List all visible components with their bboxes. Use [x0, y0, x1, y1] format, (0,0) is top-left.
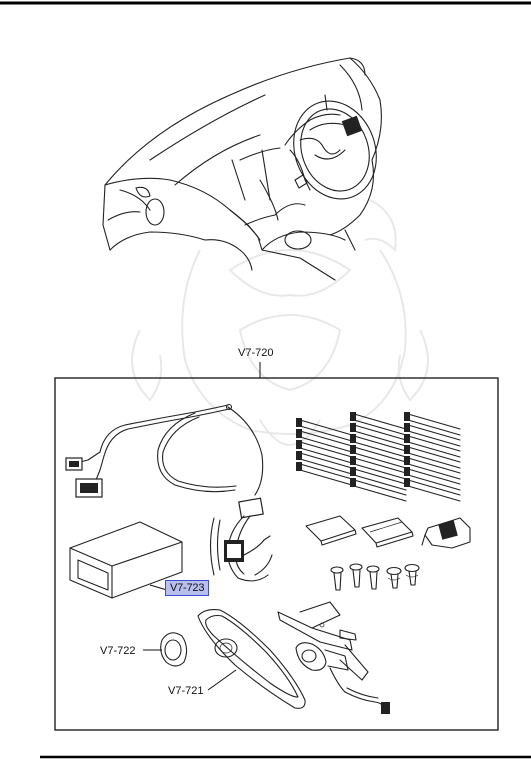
grille-panel — [197, 609, 306, 709]
cable-tie — [296, 462, 353, 486]
mic-bracket — [277, 601, 390, 714]
assembly-callout: V7-720 — [238, 347, 273, 359]
ring-callout: V7-722 — [100, 645, 135, 657]
cable-tie — [350, 445, 407, 469]
grille-leader — [207, 669, 237, 691]
adhesive-pads — [305, 515, 414, 548]
cable-tie — [350, 423, 407, 447]
module-leader — [149, 584, 168, 591]
cable-tie — [296, 451, 353, 475]
control-module — [69, 521, 183, 599]
grille-callout: V7-721 — [168, 685, 203, 697]
cable-tie — [350, 467, 407, 491]
cable-tie — [296, 429, 353, 453]
cable-tie — [404, 412, 461, 436]
cable-tie — [404, 478, 461, 502]
cable-tie — [404, 467, 461, 491]
cable-tie — [404, 434, 461, 458]
wiring-harness — [65, 403, 273, 582]
module-callout-highlighted[interactable]: V7-723 — [165, 580, 210, 596]
cable-tie — [350, 434, 407, 458]
cable-ties — [296, 412, 461, 502]
screws — [330, 563, 420, 591]
ring-bezel — [160, 632, 188, 667]
cable-tie — [350, 412, 407, 436]
cable-tie — [404, 456, 461, 480]
mic-module — [341, 115, 363, 137]
cable-tie — [350, 456, 407, 480]
cable-tie — [404, 445, 461, 469]
cable-tie — [296, 418, 353, 442]
car-interior-illustration — [102, 57, 382, 281]
cable-tie — [350, 478, 407, 502]
kit-box-border — [54, 377, 499, 731]
cable-tie — [296, 440, 353, 464]
mounting-clip — [421, 517, 471, 549]
cable-tie — [404, 423, 461, 447]
